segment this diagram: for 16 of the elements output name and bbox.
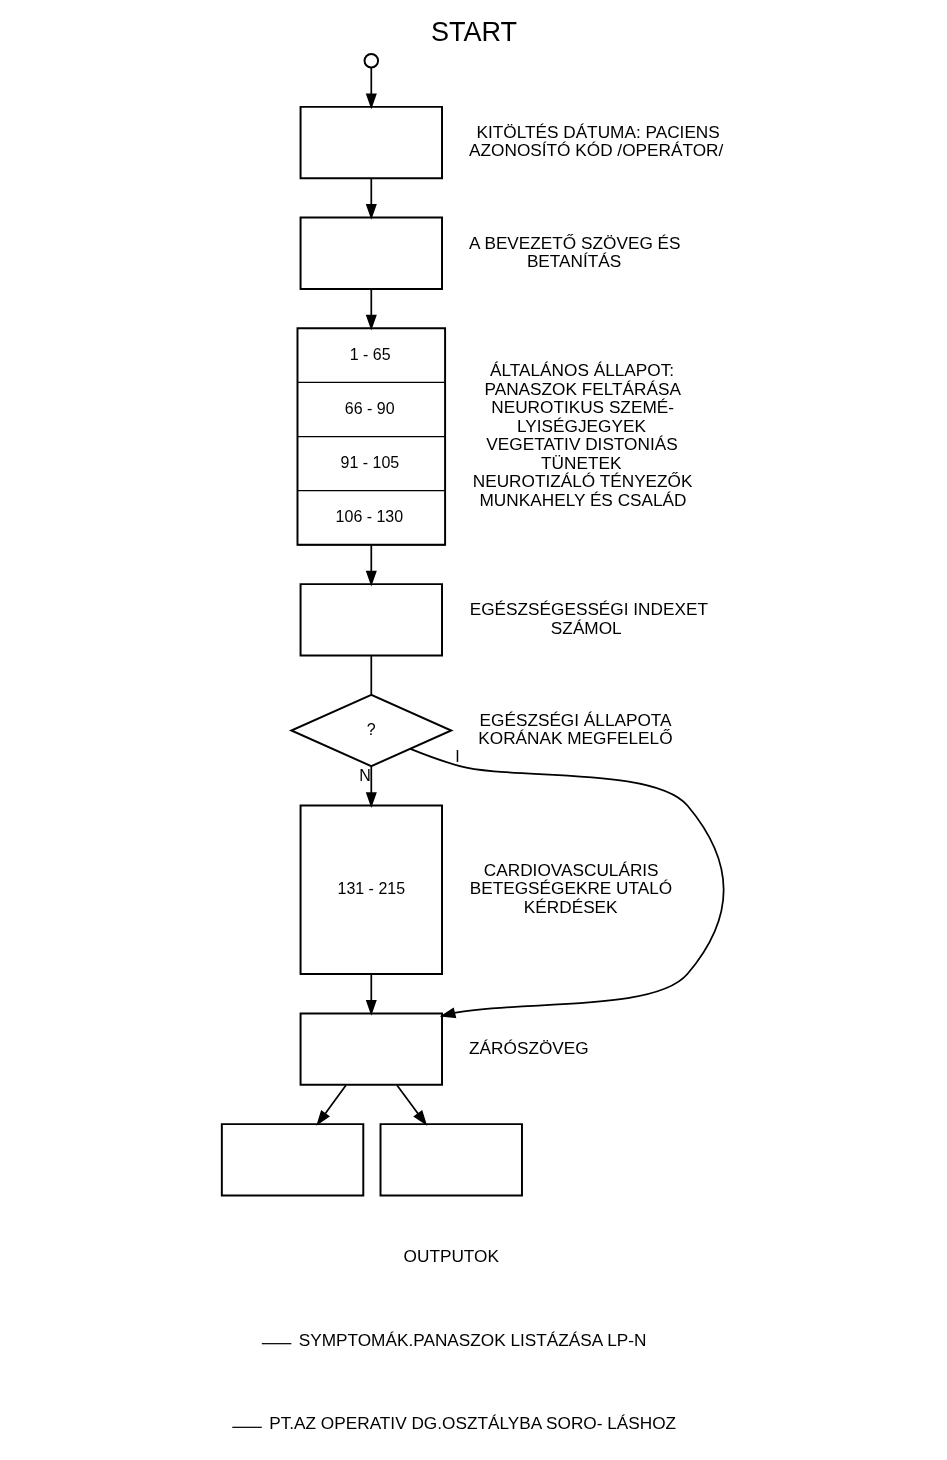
node-label: CARDIOVASCULÁRIS BETEGSÉGEKRE UTALÓ KÉRDÉSEK — [469, 859, 672, 917]
node-label: EGÉSZSÉGESSÉGI INDEXET SZÁMOL — [469, 598, 708, 638]
node-label: KITÖLTÉS DÁTUMA: PACIENS AZONOSÍTÓ KÓD /OPERÁTOR/ — [468, 121, 723, 160]
node-label: ÁLTALÁNOS ÁLLAPOT: PANASZOK FELTÁRÁSA — [483, 359, 681, 399]
node-label: NEUROTIKUS SZEMÉ- LYISÉGJEGYEK — [490, 396, 674, 436]
node-label: VEGETATIV DISTONIÁS TÜNETEK — [485, 433, 678, 473]
node-label: NEUROTIZÁLÓ TÉNYEZŐK MUNKAHELY ÉS CSALÁD — [472, 470, 692, 510]
legend-label: SYMPTOMÁK.PANASZOK LISTÁZÁSA LP-N — [298, 1329, 646, 1350]
legend-label: PT.AZ OPERATIV DG.OSZTÁLYBA SORO- LÁSHOZ — [268, 1412, 676, 1433]
node-label: EGÉSZSÉGI ÁLLAPOTA KORÁNAK MEGFELELŐ — [477, 709, 673, 748]
label: OUTPUTOK — [403, 1245, 499, 1266]
diagram-title: START — [430, 16, 517, 47]
edge-label: I — [454, 747, 460, 765]
node-label: ZÁRÓSZÖVEG — [468, 1037, 589, 1058]
node-label: A BEVEZETŐ SZÖVEG ÉS BETANÍTÁS — [468, 232, 681, 271]
edge-label: N — [358, 766, 371, 784]
